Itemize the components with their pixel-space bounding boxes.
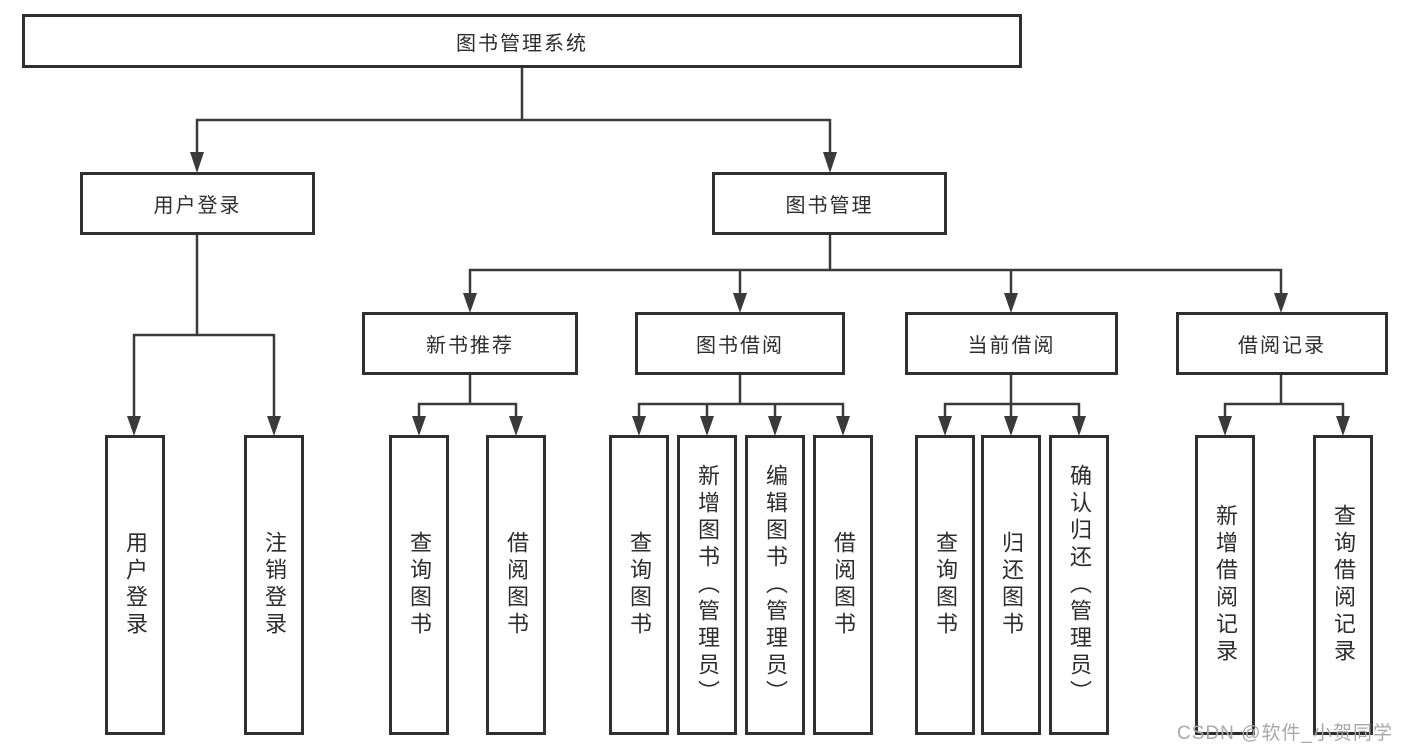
leaf-current-query-books: 查询图书 [915,435,975,735]
leaf-recommend-query-books: 查询图书 [389,435,449,735]
node-label: 图书管理系统 [456,32,588,55]
node-label: 新书推荐 [426,335,514,357]
leaf-borrow-query-books: 查询图书 [609,435,669,735]
node-root-system: 图书管理系统 [22,14,1022,68]
leaf-recommend-borrow-books: 借阅图书 [486,435,546,735]
leaf-user-login: 用户登录 [105,435,165,735]
node-label: 新增图书（管理员） [695,463,720,707]
leaf-add-books-admin: 新增图书（管理员） [677,435,737,735]
leaf-query-borrow-record: 查询借阅记录 [1313,435,1373,735]
leaf-confirm-return-admin: 确认归还（管理员） [1049,435,1109,735]
node-label: 查询图书 [407,531,432,639]
node-book-borrow: 图书借阅 [635,312,845,375]
csdn-watermark: CSDN @软件_小贺同学 [1177,723,1393,744]
node-current-borrow: 当前借阅 [905,312,1118,375]
node-label: 查询图书 [933,531,958,639]
node-label: 查询借阅记录 [1331,504,1356,666]
leaf-logout: 注销登录 [244,435,304,735]
node-label: 借阅图书 [831,531,856,639]
node-label: 编辑图书（管理员） [763,463,788,707]
node-label: 图书管理 [785,195,874,217]
leaf-return-books: 归还图书 [981,435,1041,735]
node-label: 确认归还（管理员） [1067,463,1092,707]
node-label: 查询图书 [627,531,652,639]
leaf-add-borrow-record: 新增借阅记录 [1195,435,1255,735]
node-book-management-module: 图书管理 [712,172,947,235]
node-label: 当前借阅 [967,335,1056,357]
node-label: 用户登录 [123,531,148,639]
node-borrow-records: 借阅记录 [1176,312,1388,375]
node-label: 注销登录 [262,531,287,639]
node-new-book-recommend: 新书推荐 [362,312,578,375]
node-label: 借阅图书 [504,531,529,639]
node-label: 新增借阅记录 [1213,504,1238,666]
node-label: 归还图书 [999,531,1024,639]
node-user-login-module: 用户登录 [80,172,315,235]
leaf-borrow-books: 借阅图书 [813,435,873,735]
node-label: 借阅记录 [1238,335,1326,357]
leaf-edit-books-admin: 编辑图书（管理员） [745,435,805,735]
node-label: 用户登录 [153,195,242,217]
node-label: 图书借阅 [696,335,784,357]
